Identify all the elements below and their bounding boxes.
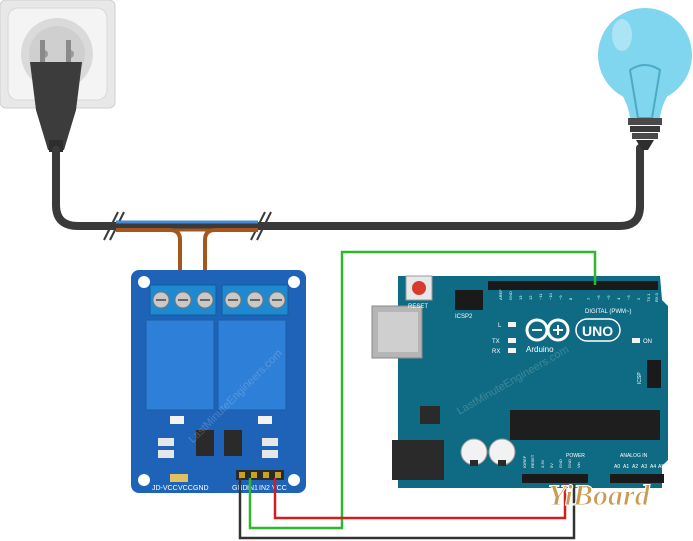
pin-gnd-top: GND (508, 291, 513, 300)
relay-block-2 (217, 319, 287, 411)
pin-5v: 5V (549, 463, 554, 468)
relay-pin-label-in2: IN2 (259, 485, 270, 492)
pin-a2: A2 (632, 464, 638, 470)
pin-10: ~10 (548, 292, 553, 300)
icsp2-header (455, 290, 483, 310)
reset-label: RESET (408, 304, 428, 310)
relay-pin-label-vcc-right: VCC (272, 485, 287, 492)
analog-label: ANALOG IN (620, 453, 648, 459)
relay-block-1 (145, 319, 215, 411)
light-bulb (598, 8, 692, 150)
pin-gnd-2: GND (567, 459, 572, 468)
reset-button (405, 275, 433, 301)
pin-7: 7 (586, 297, 591, 300)
wire-red-vcc (273, 478, 567, 520)
pin-12: 12 (528, 295, 533, 300)
pin-5: ~5 (606, 295, 611, 300)
pin-gnd-1: GND (558, 459, 563, 468)
relay-header-pins (236, 470, 284, 480)
cable-cut-mark (250, 211, 266, 241)
power-jack (392, 440, 444, 480)
cable-cut-mark (103, 211, 119, 241)
power-label: POWER (566, 453, 585, 459)
optocoupler-2 (224, 430, 242, 456)
led-on-label: ON (643, 339, 652, 345)
pin-9: ~9 (558, 295, 563, 300)
pin-rx0: RX 0 (654, 292, 659, 302)
pin-4: 4 (616, 297, 621, 300)
led-rx-label: RX (492, 349, 500, 355)
yiboard-logo-text: YiBoard (548, 479, 651, 512)
pin-6: ~6 (596, 295, 601, 300)
pin-13: 13 (518, 295, 523, 300)
led-l-label: L (498, 323, 502, 329)
pin-a5: A5 (658, 464, 664, 470)
wire-black-gnd (238, 478, 576, 540)
pin-3: ~3 (626, 295, 631, 300)
relay-wire-brown (116, 228, 182, 280)
analog-header (610, 474, 664, 483)
pin-a3: A3 (641, 464, 647, 470)
jumper (170, 474, 188, 482)
mains-cable (52, 144, 644, 230)
digital-label: DIGITAL (PWM~) (585, 309, 632, 315)
pin-a1: A1 (623, 464, 629, 470)
icsp-label: ICSP (637, 372, 643, 384)
pin-11: ~11 (538, 293, 543, 300)
wire-green-in1 (248, 250, 597, 530)
power-header (522, 474, 588, 483)
relay-wire-brown (203, 228, 258, 280)
pin-aref: AREF (498, 289, 503, 300)
relay-pin-label-jd-vcc: JD-VCC (152, 485, 178, 492)
optocoupler-1 (196, 430, 214, 456)
icsp-header (647, 360, 661, 388)
screw-terminal-right (221, 284, 289, 316)
pin-2: 2 (636, 297, 641, 300)
relay-pin-label-in1: IN1 (247, 485, 258, 492)
led-tx-label: TX (492, 339, 500, 345)
cable-cut-mark (256, 211, 272, 241)
pin-8: 8 (568, 297, 573, 300)
relay-module: JD-VCC VCC GND GND IN1 IN2 VCC LastMinut… (131, 270, 306, 493)
arduino-uno: RESET ICSP2 AREF GND 13 12 ~11 ~10 ~9 8 … (371, 275, 668, 488)
pin-a0: A0 (614, 464, 620, 470)
relay-pin-label-gnd: GND (193, 485, 209, 492)
pin-3v3: 3.3V (540, 459, 545, 468)
arduino-model: UNO (582, 323, 613, 339)
pin-reset: RESET (530, 454, 535, 468)
relay-pin-label-vcc: VCC (178, 485, 193, 492)
pin-vin: Vin (576, 462, 581, 468)
pin-ioref: IOREF (522, 455, 527, 468)
microcontroller-chip (510, 410, 660, 440)
pin-tx1: TX 1 (646, 293, 651, 302)
screw-terminal-left (149, 284, 217, 316)
cable-cut-mark (109, 211, 125, 241)
pin-a4: A4 (650, 464, 656, 470)
yiboard-logo: YiBoard (548, 479, 652, 513)
arduino-logo-icon (525, 318, 570, 342)
icsp2-label: ICSP2 (455, 314, 473, 320)
arduino-brand: Arduino (526, 345, 554, 354)
digital-header (488, 281, 658, 290)
